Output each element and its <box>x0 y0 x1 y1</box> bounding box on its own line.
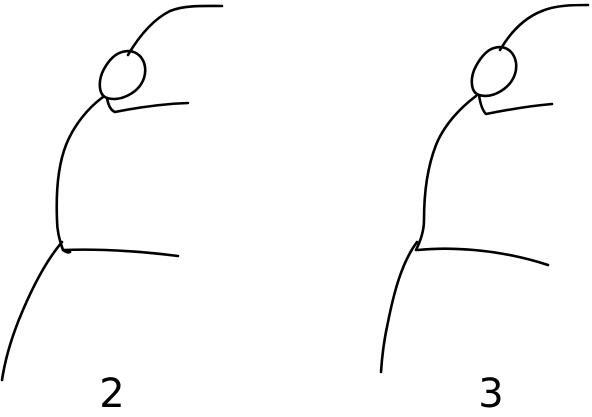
small-oval <box>472 47 516 96</box>
outline-drawing-2 <box>0 0 296 415</box>
outline-drawing-3 <box>296 0 592 415</box>
figure-3: 3 <box>296 0 592 415</box>
oval-base-line <box>107 98 188 112</box>
main-contour <box>57 97 103 252</box>
lower-curve <box>381 242 417 372</box>
figure-label: 2 <box>92 374 132 414</box>
lower-curve <box>2 242 62 380</box>
lower-line <box>63 250 178 256</box>
figure-label: 3 <box>471 374 511 414</box>
oval-base-line <box>479 95 552 114</box>
upper-arc <box>128 6 222 55</box>
lower-line <box>418 249 548 265</box>
main-contour <box>416 96 476 250</box>
figure-2: 2 <box>0 0 296 415</box>
small-oval <box>100 51 145 99</box>
upper-arc <box>500 5 588 50</box>
